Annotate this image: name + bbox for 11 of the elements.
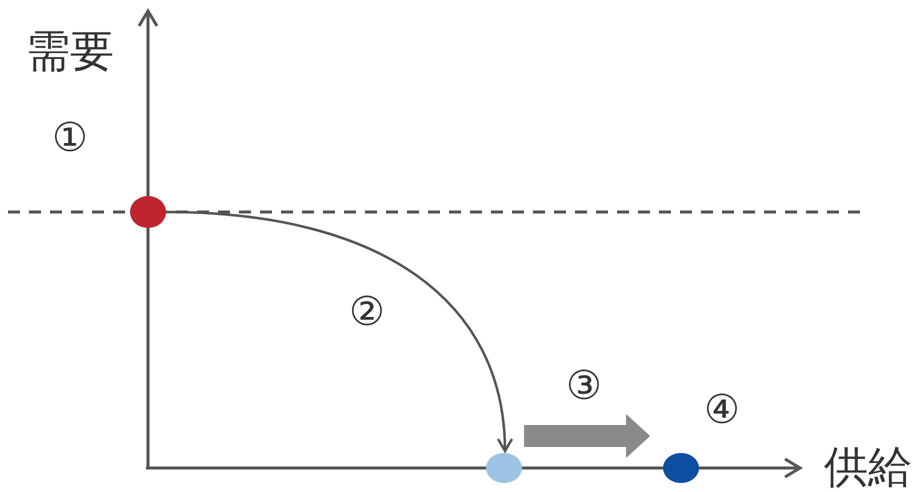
curved-arrow xyxy=(166,210,512,452)
point-marker xyxy=(663,453,699,483)
point-marker xyxy=(130,196,166,228)
axis-label: 需要 xyxy=(26,30,114,74)
block-arrow xyxy=(524,414,650,458)
axis-label: 供給 xyxy=(824,446,912,490)
step-number: ① xyxy=(52,118,88,158)
point-marker xyxy=(486,453,522,483)
edge-label: ③ xyxy=(566,366,602,406)
edge-label: ② xyxy=(349,292,385,332)
step-number: ④ xyxy=(704,390,740,430)
